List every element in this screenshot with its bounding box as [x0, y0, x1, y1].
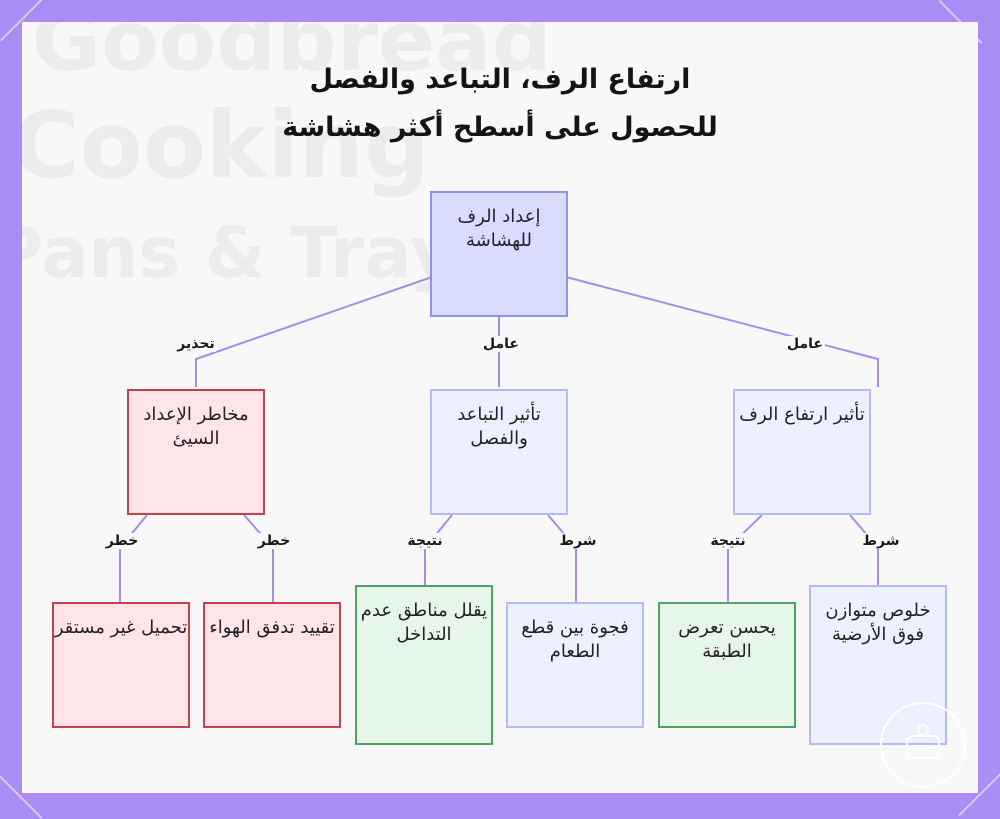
node-root-setup: إعداد الرف للهشاشة	[430, 191, 568, 317]
edge-label-warning: تحذير	[175, 336, 217, 352]
watermark-text: Cooking	[22, 92, 430, 199]
node-spacing-effect: تأثير التباعد والفصل	[430, 389, 568, 515]
brand-logo-icon	[880, 702, 966, 788]
diagram-title-line2: للحصول على أسطح أكثر هشاشة	[282, 112, 718, 143]
edge-spacing-to-overlap	[424, 514, 453, 585]
edge-bad-to-loading	[119, 514, 148, 602]
edge-root-to-bad-setup	[195, 276, 433, 387]
edge-spacing-to-gap	[547, 514, 577, 602]
node-rack-height-effect: تأثير ارتفاع الرف	[733, 389, 871, 515]
edge-label-factor: عامل	[481, 336, 521, 352]
node-airflow-restriction: تقييد تدفق الهواء	[203, 602, 341, 728]
edge-label-result: نتيجة	[708, 533, 748, 549]
edge-label-result: نتيجة	[405, 533, 445, 549]
edge-label-risk: خطر	[255, 533, 293, 549]
watermark-text: Pans & Trays	[22, 212, 497, 294]
edge-label-factor: عامل	[785, 336, 825, 352]
diagram-panel: Goodbread Cooking Pans & Trays ارتفاع ال…	[22, 22, 978, 793]
node-bad-setup-risks: مخاطر الإعداد السيئ	[127, 389, 265, 515]
edge-label-condition: شرط	[860, 533, 902, 549]
edge-label-condition: شرط	[557, 533, 599, 549]
edge-rack-to-clearance	[849, 514, 879, 585]
watermark-text: Goodbread	[32, 22, 552, 90]
edge-rack-to-exposure	[727, 514, 763, 602]
diagram-title-line1: ارتفاع الرف، التباعد والفصل	[309, 64, 691, 95]
node-gap-between-pieces: فجوة بين قطع الطعام	[506, 602, 644, 728]
edge-bad-to-airflow	[243, 514, 274, 602]
node-improves-exposure: يحسن تعرض الطبقة	[658, 602, 796, 728]
edge-label-risk: خطر	[103, 533, 141, 549]
node-reduces-overlap: يقلل مناطق عدم التداخل	[355, 585, 493, 745]
node-unstable-loading: تحميل غير مستقر	[52, 602, 190, 728]
edge-root-to-rack-height	[565, 276, 879, 387]
